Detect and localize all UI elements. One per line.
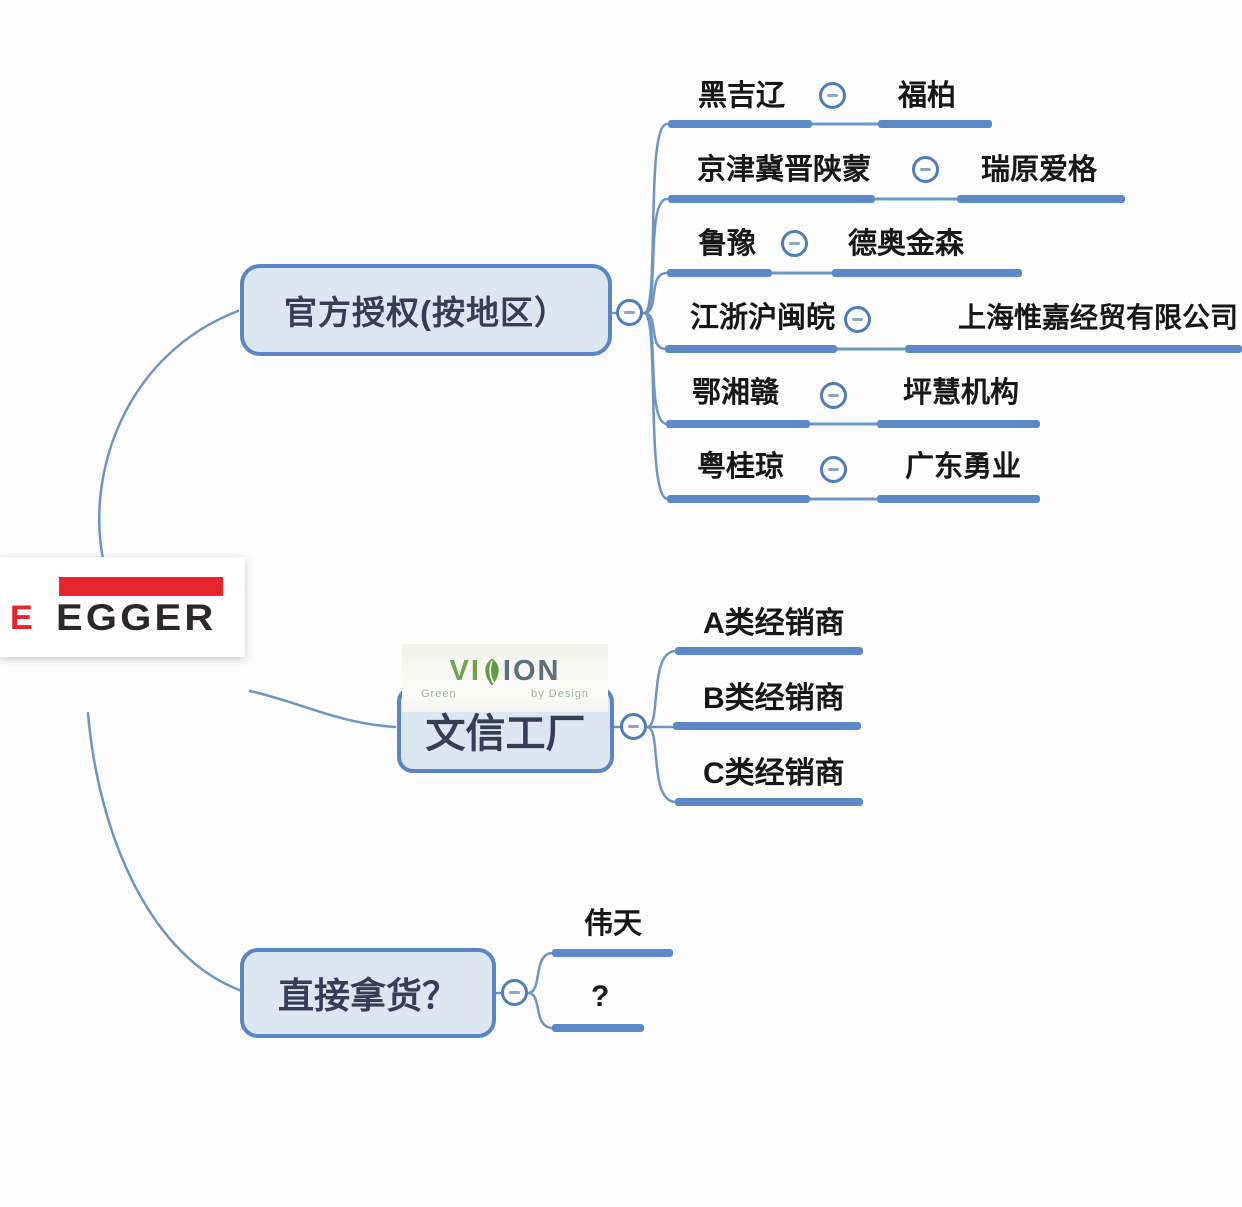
topic-dealer-a[interactable]: A类经销商: [703, 607, 845, 640]
topic-region-2[interactable]: 京津冀晋陕蒙: [697, 154, 872, 186]
minus-icon: [509, 991, 520, 994]
curve-factory-c: [645, 725, 678, 804]
underline-dealer-c: [675, 798, 863, 806]
minus-icon: [827, 94, 838, 97]
underline-company-1: [878, 120, 992, 128]
underline-dealer-a: [675, 647, 863, 655]
topic-company-5[interactable]: 坪慧机构: [903, 377, 1020, 409]
vision-wordmark: VI ION: [450, 657, 561, 687]
curve-official-r5: [642, 311, 669, 426]
underline-region-3: [667, 269, 772, 277]
curve-official-r3: [642, 271, 669, 315]
underline-company-4: [905, 345, 1242, 353]
vision-text-left: VI: [449, 655, 481, 687]
collapse-button-r4[interactable]: [844, 306, 871, 333]
vision-tagline-left: Green: [421, 687, 457, 700]
curve-root-to-official: [98, 309, 240, 561]
underline-company-3: [832, 269, 1022, 277]
egger-wordmark: EGGER: [56, 597, 217, 638]
egger-initial: E: [10, 599, 33, 637]
underline-region-6: [667, 495, 810, 503]
underline-unknown: [552, 1024, 644, 1032]
topic-region-3[interactable]: 鲁豫: [698, 228, 757, 260]
minus-icon: [628, 725, 639, 728]
topic-company-4[interactable]: 上海惟嘉经贸有限公司: [958, 302, 1239, 333]
vision-text-right: ION: [502, 655, 561, 687]
curve-direct-2: [526, 991, 555, 1030]
node-direct-purchase[interactable]: 直接拿货？: [240, 948, 496, 1038]
underline-region-4: [665, 345, 837, 353]
vision-logo-image: VI ION Green by Design: [402, 644, 608, 712]
collapse-button-factory[interactable]: [620, 713, 647, 740]
collapse-button-official[interactable]: [616, 299, 643, 326]
underline-company-6: [877, 495, 1040, 503]
minus-icon: [624, 311, 635, 314]
curve-direct-1: [526, 951, 555, 995]
leaf-icon: [485, 657, 499, 686]
node-factory-label: 文信工厂: [425, 711, 586, 756]
curve-official-r6: [642, 311, 670, 501]
minus-icon: [828, 394, 839, 397]
topic-company-6[interactable]: 广东勇业: [905, 451, 1022, 483]
underline-weitian: [552, 949, 673, 957]
topic-dealer-c[interactable]: C类经销商: [703, 757, 845, 790]
node-official-authorization[interactable]: 官方授权(按地区）: [240, 264, 612, 356]
topic-region-6[interactable]: 粤桂琼: [697, 451, 785, 483]
minus-icon: [852, 318, 863, 321]
egger-red-bar: [59, 577, 223, 596]
collapse-button-r3[interactable]: [781, 230, 808, 257]
node-direct-label: 直接拿货？: [277, 975, 458, 1016]
minus-icon: [920, 168, 931, 171]
underline-region-2: [668, 195, 875, 203]
node-official-label: 官方授权(按地区）: [284, 294, 568, 331]
vision-tagline-right: by Design: [531, 687, 589, 700]
topic-company-1[interactable]: 福柏: [898, 80, 957, 112]
underline-region-5: [666, 420, 810, 428]
curve-official-r2: [642, 197, 669, 315]
topic-region-1[interactable]: 黑吉辽: [698, 80, 786, 112]
underline-dealer-b: [673, 722, 861, 730]
minus-icon: [789, 242, 800, 245]
underline-company-2: [957, 195, 1125, 203]
topic-region-5[interactable]: 鄂湘赣: [692, 377, 780, 409]
topic-unknown[interactable]: ?: [591, 980, 610, 1013]
collapse-button-r5[interactable]: [820, 382, 847, 409]
curve-factory-a: [645, 649, 678, 729]
topic-company-3[interactable]: 德奥金森: [848, 228, 965, 260]
minus-icon: [828, 468, 839, 471]
curve-root-to-factory: [248, 689, 397, 729]
topic-dealer-b[interactable]: B类经销商: [703, 682, 845, 715]
underline-region-1: [668, 120, 812, 128]
collapse-button-direct[interactable]: [501, 979, 528, 1006]
root-node-egger[interactable]: E EGGER: [0, 557, 245, 657]
topic-region-4[interactable]: 江浙沪闽皖: [690, 302, 836, 334]
topic-company-2[interactable]: 瑞原爱格: [981, 154, 1098, 186]
vision-tagline: Green by Design: [421, 688, 589, 700]
collapse-button-r6[interactable]: [820, 456, 847, 483]
collapse-button-r1[interactable]: [819, 82, 846, 109]
topic-weitian[interactable]: 伟天: [584, 908, 643, 940]
curve-root-to-direct: [86, 711, 244, 993]
collapse-button-r2[interactable]: [912, 156, 939, 183]
underline-company-5: [877, 420, 1040, 428]
